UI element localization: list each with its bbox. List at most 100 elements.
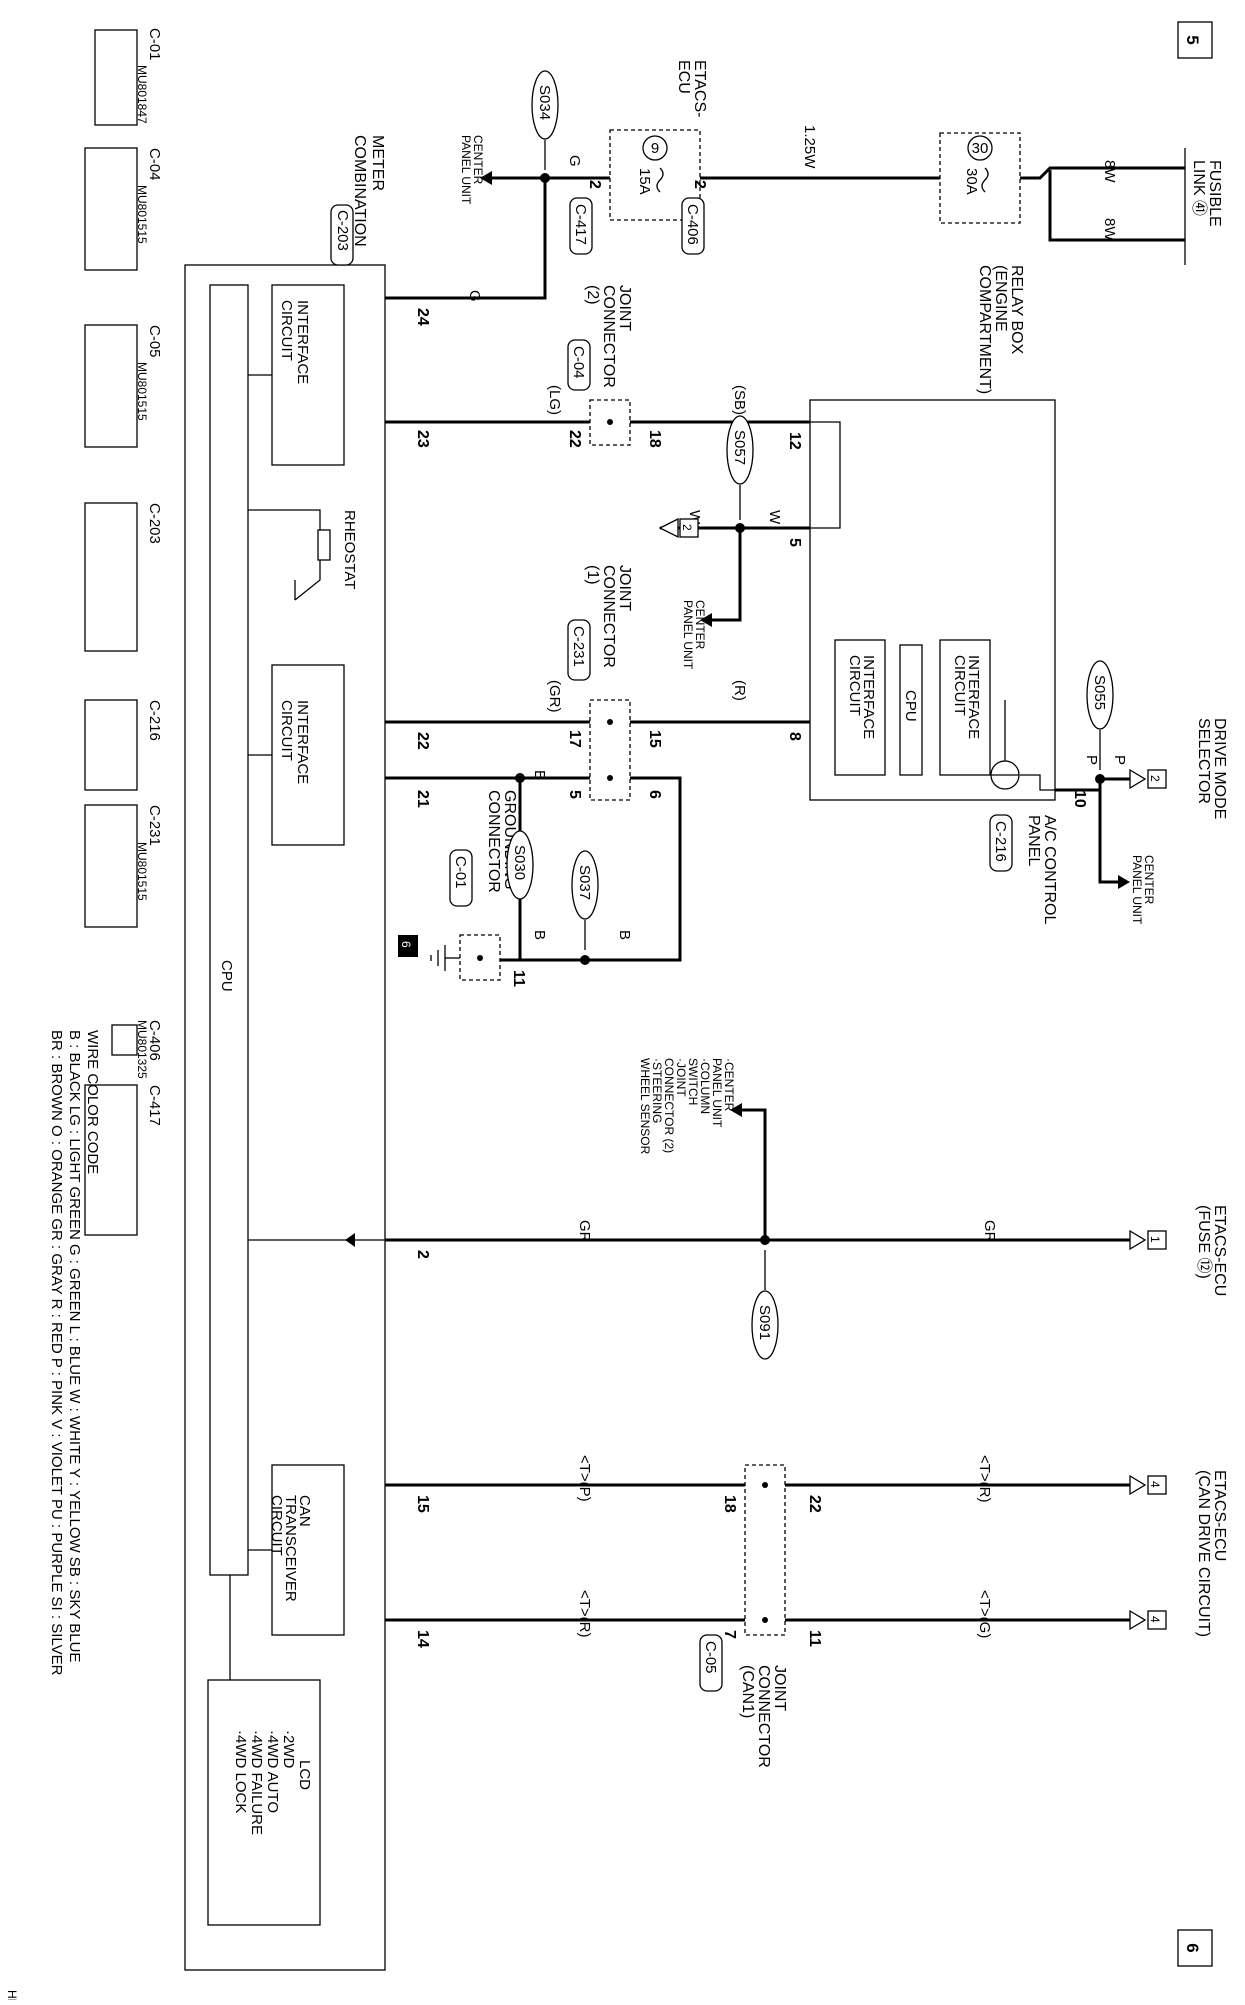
- ac-control-panel-box: [809, 399, 1056, 801]
- svg-text:METER: METER: [369, 135, 386, 191]
- svg-text:LCD: LCD: [296, 1760, 313, 1790]
- splice-s030: S030: [506, 790, 534, 900]
- svg-text:CONNECTOR: CONNECTOR: [600, 565, 617, 668]
- svg-text:(FUSE ⑫): (FUSE ⑫): [1195, 1205, 1213, 1279]
- wire-label-gr-paren: (GR): [546, 680, 563, 713]
- svg-text:WHEEL SENSOR: WHEEL SENSOR: [638, 1058, 652, 1155]
- c417-ref-box: [569, 197, 593, 255]
- svg-text:CENTER: CENTER: [471, 135, 485, 185]
- pin-jc2-18: 18: [646, 430, 663, 448]
- pin-jc-can-7: 7: [721, 1630, 738, 1639]
- interface-circuit-1-label2: CIRCUIT: [278, 300, 295, 361]
- pin-jc2-22: 22: [566, 430, 583, 448]
- pin-jc-can-22: 22: [806, 1495, 823, 1513]
- ac-interface-circuit-2: [939, 639, 991, 776]
- ac-interface-label2: CIRCUIT: [846, 655, 863, 716]
- c203-ref: C-203: [334, 210, 351, 251]
- combination-meter-box: [184, 264, 386, 1971]
- wire-label-gr: GR: [981, 1220, 998, 1243]
- etacs-ecu-fuse-9: 9 15A: [609, 129, 701, 221]
- pinout-c05: C-05 MU801515: [84, 324, 163, 448]
- wire-label-g-2: G: [466, 290, 483, 302]
- svg-text:ETACS-ECU: ETACS-ECU: [1211, 1205, 1228, 1296]
- svg-text:·4WD LOCK: ·4WD LOCK: [232, 1730, 249, 1813]
- splice-s034: S034: [531, 70, 559, 170]
- wire-label-lg: (LG): [546, 385, 563, 415]
- svg-text:S030: S030: [511, 845, 528, 880]
- svg-text:6: 6: [399, 941, 413, 948]
- svg-text:SELECTOR: SELECTOR: [1195, 718, 1212, 804]
- svg-text:4: 4: [1148, 1481, 1162, 1488]
- pin-c417-2: 2: [586, 180, 603, 189]
- svg-text:S091: S091: [756, 1305, 773, 1340]
- wire-label-b: B: [531, 770, 548, 780]
- svg-text:CONNECTOR: CONNECTOR: [755, 1665, 772, 1768]
- ac-interface2-label2: CIRCUIT: [951, 655, 968, 716]
- joint-connector-can1: JOINT CONNECTOR (CAN1) C-05: [699, 1464, 788, 1768]
- c406-ref-box: [681, 197, 705, 255]
- interface-circuit-2-label: INTERFACE: [294, 700, 311, 784]
- relay-box-fuse-30: 30 30A: [939, 132, 1021, 224]
- svg-text:30: 30: [972, 140, 989, 157]
- svg-text:2: 2: [1148, 775, 1162, 782]
- svg-text:ETACS-ECU: ETACS-ECU: [1211, 1470, 1228, 1561]
- splice-dot-s055: [1095, 774, 1105, 784]
- svg-text:4: 4: [1148, 1616, 1162, 1623]
- svg-text:WIRE COLOR CODE: WIRE COLOR CODE: [84, 1030, 101, 1174]
- etacs-ecu-fuse-12: ETACS-ECU (FUSE ⑫) 1: [1129, 1205, 1228, 1296]
- arrow-dest-list-icon: [730, 1103, 742, 1117]
- etacs-ecu-can: ETACS-ECU (CAN DRIVE CIRCUIT) 4 4: [1129, 1470, 1228, 1637]
- wire-8w-a: [1020, 166, 1185, 180]
- center-panel-label-3: CENTER PANEL UNIT: [1130, 855, 1156, 925]
- ground-mark-6: 6: [398, 935, 418, 957]
- diagram-code: HBW15M05CC: [5, 1990, 19, 2000]
- page-mark-bottom: 6: [1177, 1929, 1213, 1967]
- svg-text:PANEL UNIT: PANEL UNIT: [681, 600, 695, 670]
- pin-meter-23: 23: [414, 430, 431, 448]
- c01-ref: C-01: [452, 856, 469, 889]
- wire-color-legend: WIRE COLOR CODE B : BLACK LG : LIGHT GRE…: [48, 1030, 101, 1676]
- svg-text:A/C CONTROL: A/C CONTROL: [1041, 815, 1058, 924]
- wire-w-center-panel: [710, 528, 742, 622]
- svg-text:9: 9: [651, 140, 659, 157]
- splice-dot-s091: [760, 1235, 770, 1245]
- wire-gr-branch: [740, 1108, 767, 1240]
- svg-text:C-04: C-04: [146, 148, 163, 181]
- fusible-link: FUSIBLE LINK ㊶: [1184, 148, 1223, 265]
- interface-circuit-2-label2: CIRCUIT: [278, 700, 295, 761]
- wire-label-g: G: [566, 155, 583, 167]
- pinout-c04: C-04 MU801515: [84, 147, 163, 271]
- svg-text:SWITCH: SWITCH: [686, 1058, 700, 1105]
- splice-dot-s057: [735, 523, 745, 533]
- svg-text:CENTER: CENTER: [693, 600, 707, 650]
- wire-p-center-panel: [1098, 779, 1120, 884]
- pin-meter-21: 21: [414, 790, 431, 808]
- svg-text:·2WD: ·2WD: [280, 1730, 297, 1768]
- pin-meter-15: 15: [414, 1495, 431, 1513]
- wire-label-b-2: B: [616, 930, 633, 940]
- ac-cpu: [899, 644, 923, 776]
- svg-text:(CAN DRIVE CIRCUIT): (CAN DRIVE CIRCUIT): [1195, 1470, 1212, 1637]
- joint-connector-1: JOINT CONNECTOR (1) C-231: [567, 565, 633, 801]
- center-panel-label-1: CENTER PANEL UNIT: [459, 135, 485, 205]
- pin-jc1-15: 15: [646, 730, 663, 748]
- pin-jc1-5: 5: [566, 790, 583, 799]
- svg-text:(ENGINE: (ENGINE: [992, 265, 1009, 332]
- page-mark-top: 5: [1177, 21, 1213, 59]
- c05-ref: C-05: [702, 1641, 719, 1674]
- wire-g-pin24: [385, 176, 610, 300]
- wire-label-b-3: B: [531, 930, 548, 940]
- pin-meter-24: 24: [414, 308, 431, 326]
- svg-text:ETACS-: ETACS-: [691, 60, 708, 117]
- svg-text:JOINT: JOINT: [771, 1665, 788, 1711]
- wire-label-tg: <T>(G): [976, 1590, 993, 1638]
- svg-text:·CENTER: ·CENTER: [722, 1058, 736, 1112]
- pin-ac-8: 8: [786, 732, 803, 741]
- svg-text:ECU: ECU: [675, 60, 692, 94]
- rheostat: RHEOSTAT: [248, 509, 358, 601]
- pin-meter-14: 14: [414, 1630, 431, 1648]
- ac-panel-label: A/C CONTROL PANEL C-216: [989, 814, 1058, 924]
- can-transceiver-label3: CIRCUIT: [268, 1495, 285, 1556]
- wire-label-gr-2: GR: [576, 1220, 593, 1243]
